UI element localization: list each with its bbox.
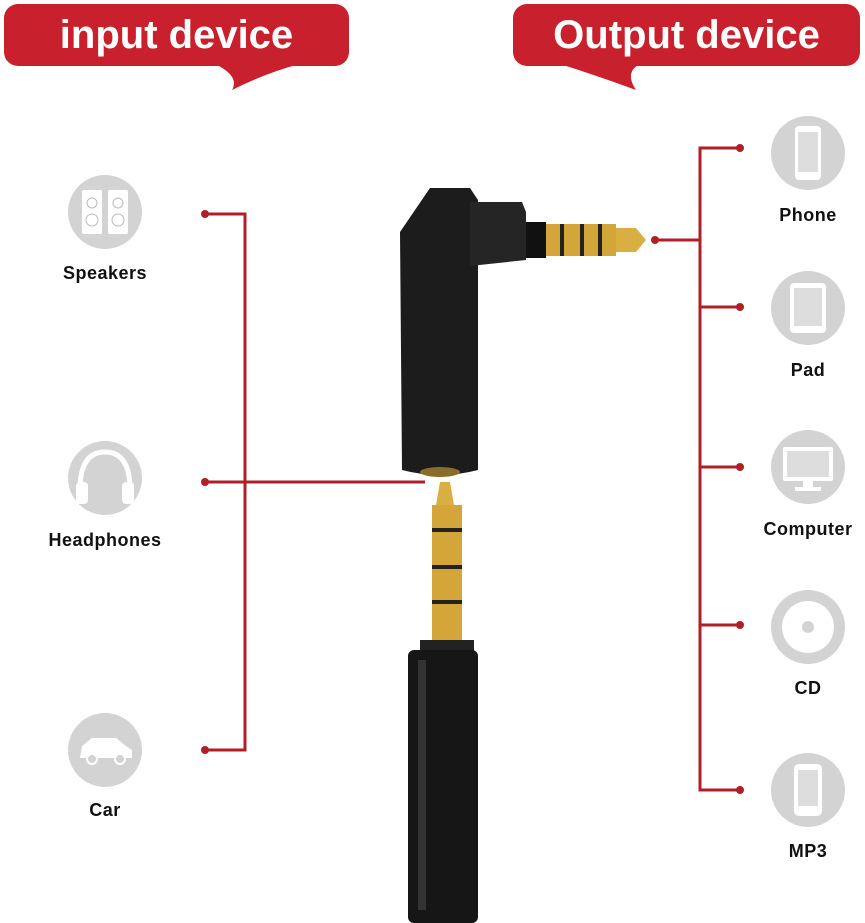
input-line-dots bbox=[201, 210, 209, 754]
headphones-label: Headphones bbox=[48, 530, 162, 550]
input-connector-lines bbox=[205, 212, 425, 752]
pad-label: Pad bbox=[790, 360, 826, 380]
monitor-icon bbox=[771, 430, 845, 504]
computer-label: Computer bbox=[763, 519, 853, 539]
cd-icon bbox=[771, 590, 845, 664]
cd-label: CD bbox=[794, 678, 822, 698]
speakers-icon bbox=[68, 175, 142, 249]
output-connector-lines bbox=[655, 146, 740, 792]
mp3-label: MP3 bbox=[788, 841, 828, 861]
headphones-icon bbox=[68, 441, 142, 515]
output-banner bbox=[513, 4, 860, 90]
output-banner-title: Output device bbox=[553, 13, 820, 57]
straight-plug bbox=[408, 482, 478, 923]
car-label: Car bbox=[89, 800, 121, 820]
input-banner-title: input device bbox=[59, 13, 294, 57]
car-icon bbox=[68, 713, 142, 787]
speakers-label: Speakers bbox=[62, 263, 148, 283]
input-banner bbox=[4, 4, 349, 90]
phone-label: Phone bbox=[779, 205, 837, 225]
output-line-dots bbox=[651, 144, 744, 794]
right-angle-adapter bbox=[400, 188, 646, 477]
phone-icon bbox=[771, 116, 845, 190]
mp3-player-icon bbox=[771, 753, 845, 827]
tablet-icon bbox=[771, 271, 845, 345]
